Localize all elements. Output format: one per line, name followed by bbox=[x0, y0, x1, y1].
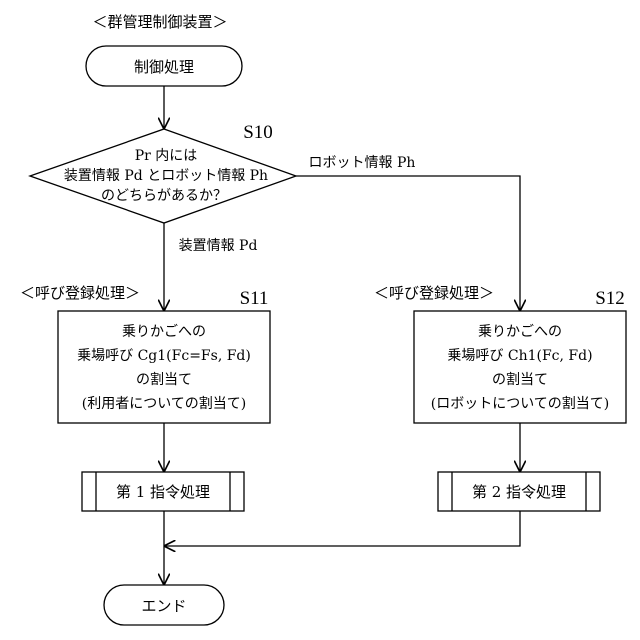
step-s10-label: S10 bbox=[243, 122, 273, 143]
second-command-label: 第 2 指令処理 bbox=[472, 483, 566, 501]
s12-line-1: 乗りかごへの bbox=[478, 324, 562, 340]
branch-label-device-info: 装置情報 Pd bbox=[179, 238, 258, 254]
step-s11-label: S11 bbox=[240, 288, 269, 309]
s12-line-2: 乗場呼び Ch1(Fc, Fd) bbox=[447, 348, 592, 364]
s11-line-2: 乗場呼び Cg1(Fc=Fs, Fd) bbox=[77, 348, 251, 364]
first-command-label: 第 1 指令処理 bbox=[116, 483, 210, 501]
diagram-header: ＜群管理制御装置＞ bbox=[92, 13, 227, 31]
s12-line-3: の割当て bbox=[492, 371, 548, 388]
left-section-label: ＜呼び登録処理＞ bbox=[20, 284, 140, 302]
right-section-label: ＜呼び登録処理＞ bbox=[374, 284, 494, 302]
branch-label-robot-info: ロボット情報 Ph bbox=[309, 155, 416, 171]
decision-line-3: のどちらがあるか？ bbox=[101, 188, 227, 204]
decision-line-2: 装置情報 Pd とロボット情報 Ph bbox=[64, 168, 268, 184]
s11-line-1: 乗りかごへの bbox=[122, 324, 206, 340]
end-label: エンド bbox=[141, 597, 186, 615]
s11-line-4: (利用者についての割当て) bbox=[82, 395, 247, 412]
s11-line-3: の割当て bbox=[136, 371, 192, 388]
step-s12-label: S12 bbox=[595, 288, 625, 309]
arrow-second-command-merge bbox=[165, 511, 520, 546]
s12-line-4: (ロボットについての割当て) bbox=[431, 395, 610, 412]
decision-line-1: Pr 内には bbox=[135, 148, 198, 164]
start-label: 制御処理 bbox=[134, 58, 194, 76]
